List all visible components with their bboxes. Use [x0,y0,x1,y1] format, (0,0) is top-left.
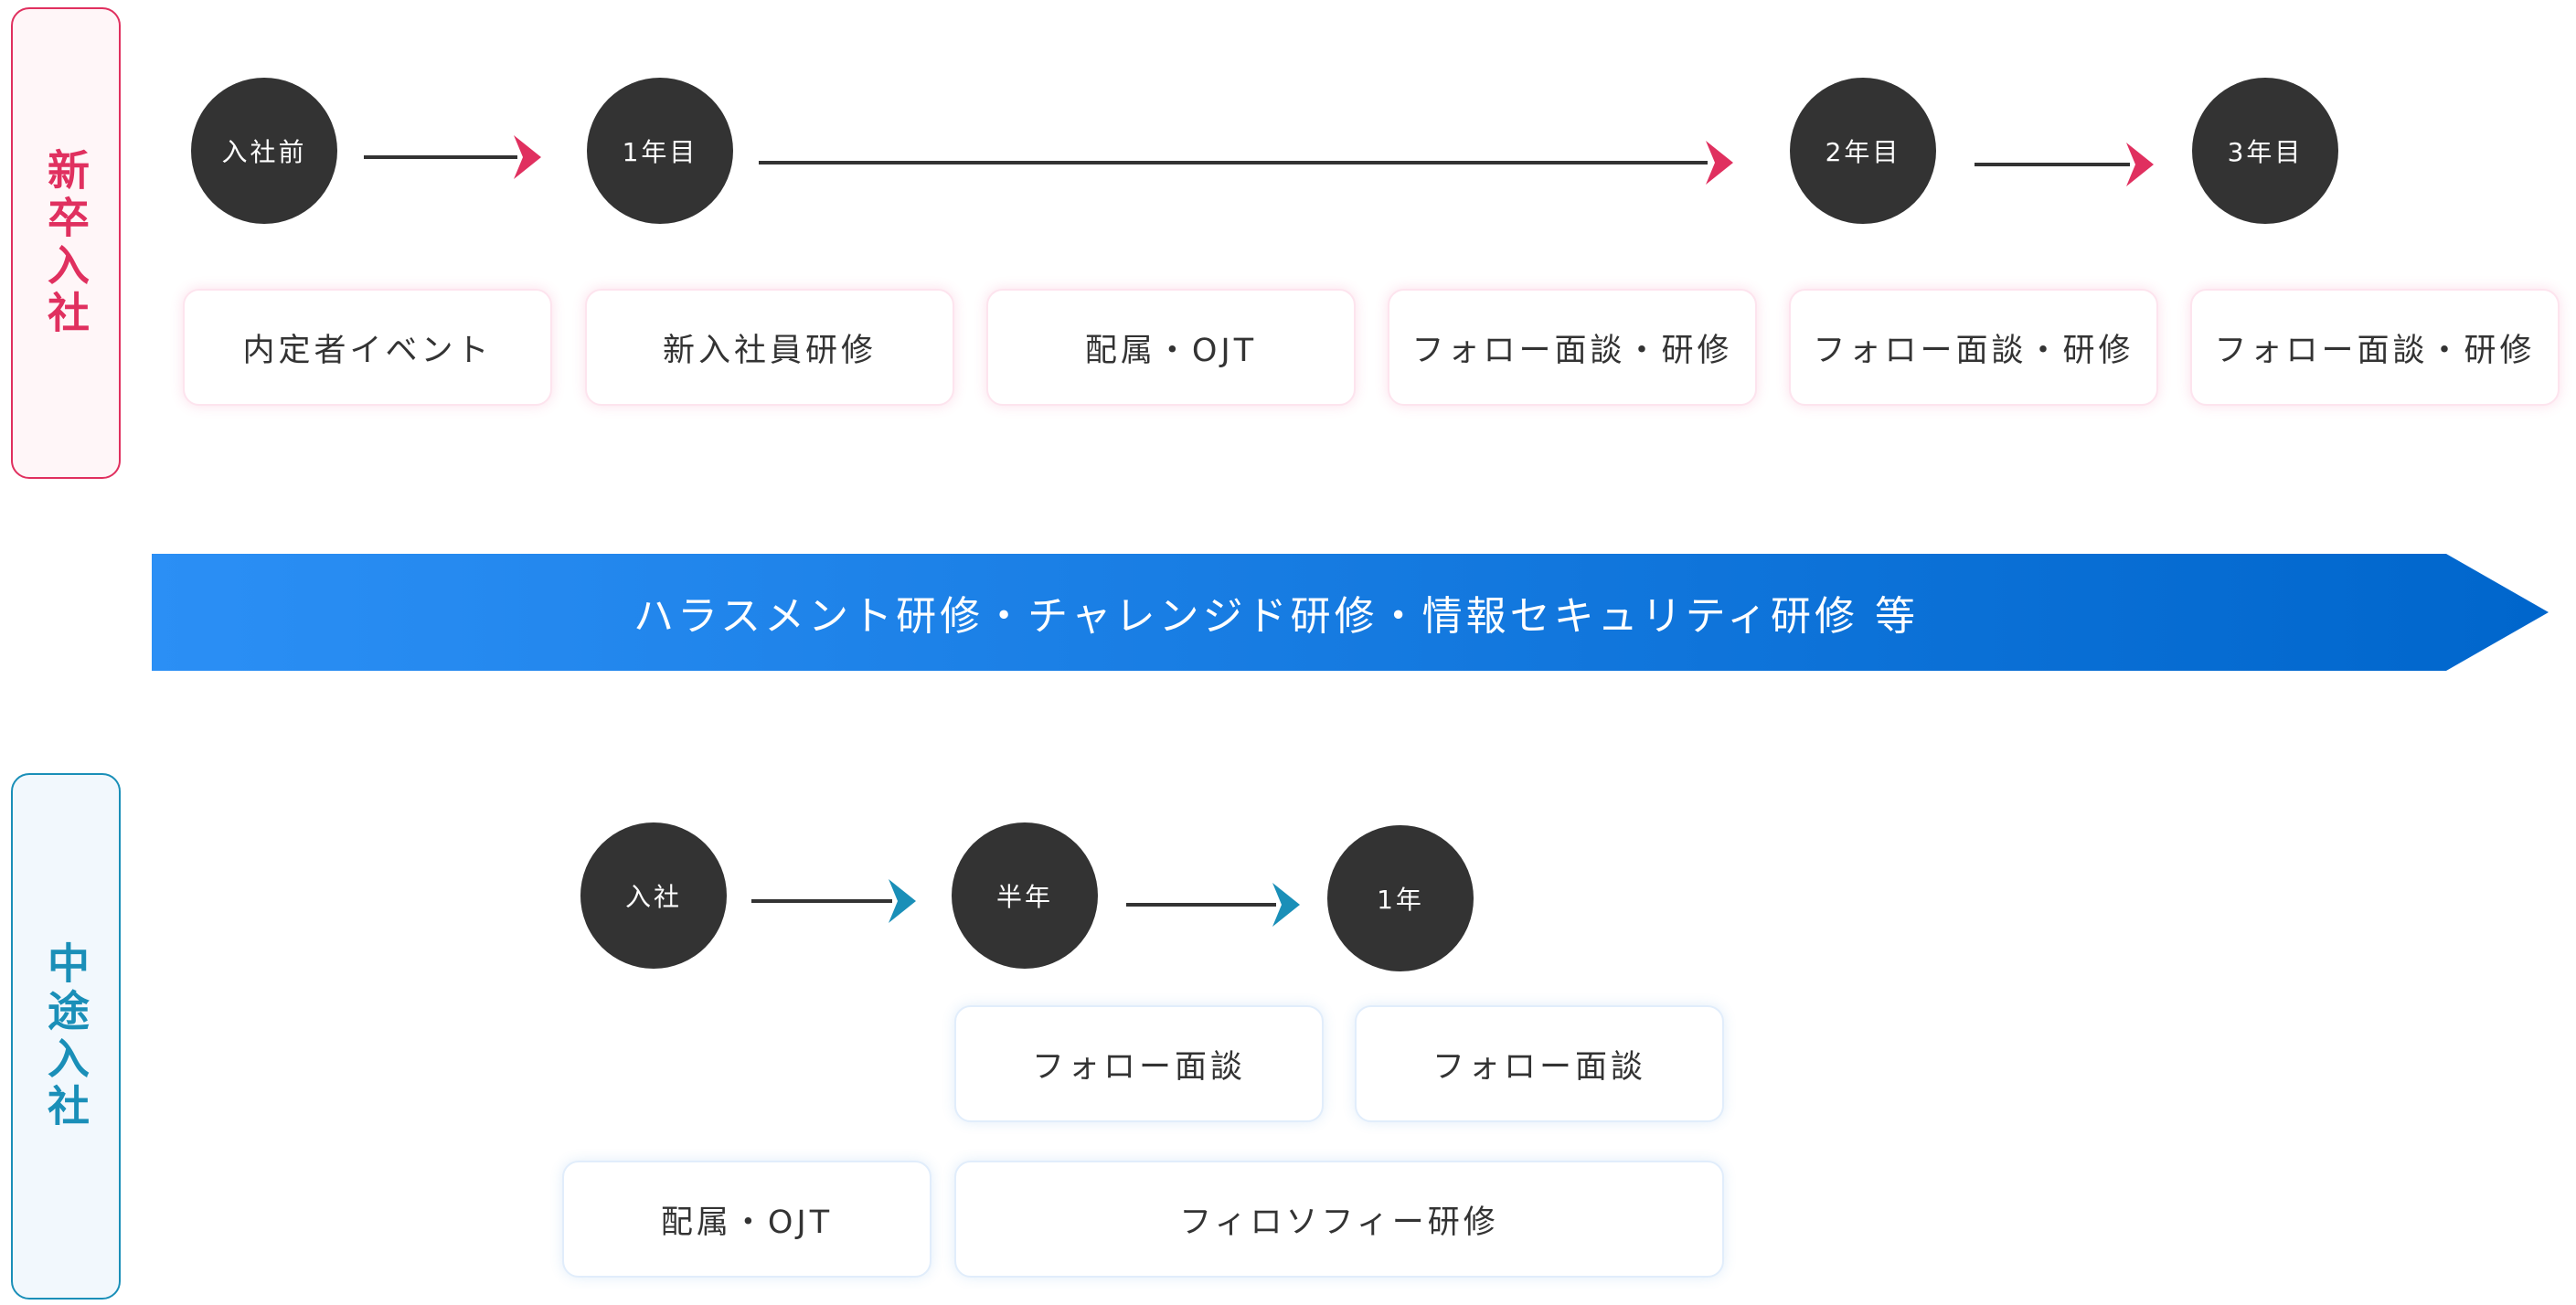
program-box: フォロー面談 [1355,1005,1724,1122]
arrow-join-to-half-year [751,879,916,923]
program-label: 新入社員研修 [662,332,877,369]
arrow-year2-to-year3 [1975,143,2154,186]
program-box: フォロー面談・研修 [1388,289,1757,406]
stage-circle-year1: 1年目 [587,78,733,224]
stage-label: 入社前 [221,137,307,167]
program-label: フォロー面談・研修 [2214,332,2536,369]
common-training-banner: ハラスメント研修・チャレンジド研修・情報セキュリティ研修 等 [152,554,2400,671]
stage-label: 1年目 [622,137,698,167]
stage-label: 3年目 [2227,137,2304,167]
program-box: フォロー面談・研修 [1789,289,2158,406]
banner-arrow-shape [152,554,2549,671]
program-label: 配属・OJT [1084,332,1258,369]
new-grad-label-text: 新卒入社 [41,148,90,338]
stage-circle-half-year: 半年 [952,822,1098,969]
stage-label: 2年目 [1825,137,1901,167]
stage-circle-year2: 2年目 [1790,78,1936,224]
mid-career-label-text: 中途入社 [41,941,90,1131]
program-label: 配属・OJT [660,1204,834,1241]
program-label: フィロソフィー研修 [1179,1204,1499,1241]
banner-label: ハラスメント研修・チャレンジド研修・情報セキュリティ研修 等 [633,593,1920,640]
program-box: 配属・OJT [986,289,1356,406]
program-box: 内定者イベント [183,289,552,406]
arrow-half-year-to-year1 [1126,883,1300,927]
program-box: 配属・OJT [562,1161,931,1278]
stage-label: 半年 [995,882,1053,912]
program-box: フォロー面談 [954,1005,1324,1122]
program-label: フォロー面談・研修 [1813,332,2134,369]
arrow-pre-to-year1 [364,135,541,179]
stage-label: 入社 [624,882,682,912]
program-label: フォロー面談・研修 [1411,332,1733,369]
program-box-wide: フィロソフィー研修 [954,1161,1724,1278]
program-box: フォロー面談・研修 [2190,289,2560,406]
stage-label: 1年 [1377,885,1424,915]
stage-circle-pre-join: 入社前 [191,78,337,224]
program-box: 新入社員研修 [585,289,954,406]
new-grad-section-label: 新卒入社 [11,7,121,479]
stage-circle-join: 入社 [580,822,727,969]
arrow-year1-to-year2 [759,141,1733,185]
program-label: 内定者イベント [242,332,493,369]
stage-circle-year3: 3年目 [2192,78,2338,224]
program-label: フォロー面談 [1031,1048,1246,1086]
stage-circle-year1: 1年 [1327,825,1474,971]
mid-career-section-label: 中途入社 [11,773,121,1300]
program-label: フォロー面談 [1432,1048,1646,1086]
